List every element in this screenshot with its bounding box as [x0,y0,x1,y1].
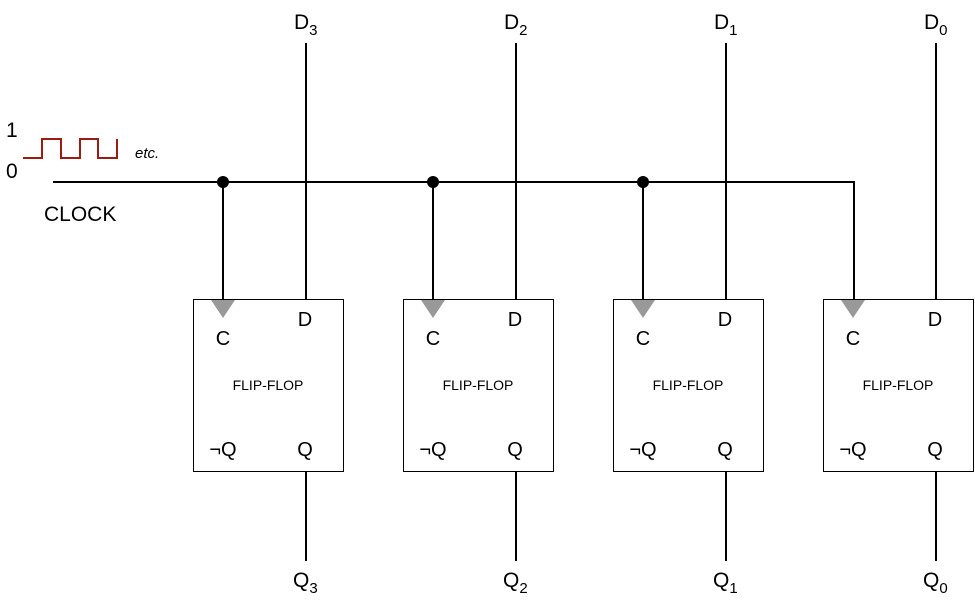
pin-d-label: D [928,309,942,331]
pin-not-q-label: ¬Q [419,439,446,461]
pin-c-label: C [846,328,860,350]
clock-etc-label: etc. [135,145,159,162]
pin-d-label: D [718,309,732,331]
pin-c-label: C [636,328,650,350]
pin-q-label: Q [717,439,733,461]
clock-edge-icon [421,300,445,318]
pin-not-q-label: ¬Q [629,439,656,461]
q-output-label: Q2 [503,569,528,597]
pin-q-label: Q [927,439,943,461]
data-input-label: D1 [714,11,738,39]
data-input-label: D3 [294,11,318,39]
junction-dot [217,176,229,188]
pin-not-q-label: ¬Q [209,439,236,461]
clock-label: CLOCK [44,203,116,226]
flip-flop-label: FLIP-FLOP [653,377,724,393]
pin-c-label: C [426,328,440,350]
q-output-label: Q3 [293,569,318,597]
flip-flop-box [613,299,764,472]
flip-flop-box [823,299,974,472]
junction-dot [637,176,649,188]
clock-high-label: 1 [6,119,18,142]
flip-flop-label: FLIP-FLOP [863,377,934,393]
pin-d-label: D [508,309,522,331]
pin-q-label: Q [297,439,313,461]
clock-edge-icon [841,300,865,318]
clock-edge-icon [211,300,235,318]
clock-low-label: 0 [6,160,18,183]
pin-q-label: Q [507,439,523,461]
q-output-label: Q0 [923,569,948,597]
clock-edge-icon [631,300,655,318]
pin-c-label: C [216,328,230,350]
flip-flop-box [403,299,554,472]
flip-flop-box [193,299,344,472]
data-input-label: D0 [924,11,948,39]
flip-flop-label: FLIP-FLOP [443,377,514,393]
clock-waveform [23,138,118,159]
pin-d-label: D [298,309,312,331]
clock-bus [53,181,855,300]
junction-dot [427,176,439,188]
pin-not-q-label: ¬Q [839,439,866,461]
data-input-label: D2 [504,11,528,39]
flip-flop-label: FLIP-FLOP [233,377,304,393]
q-output-label: Q1 [713,569,738,597]
